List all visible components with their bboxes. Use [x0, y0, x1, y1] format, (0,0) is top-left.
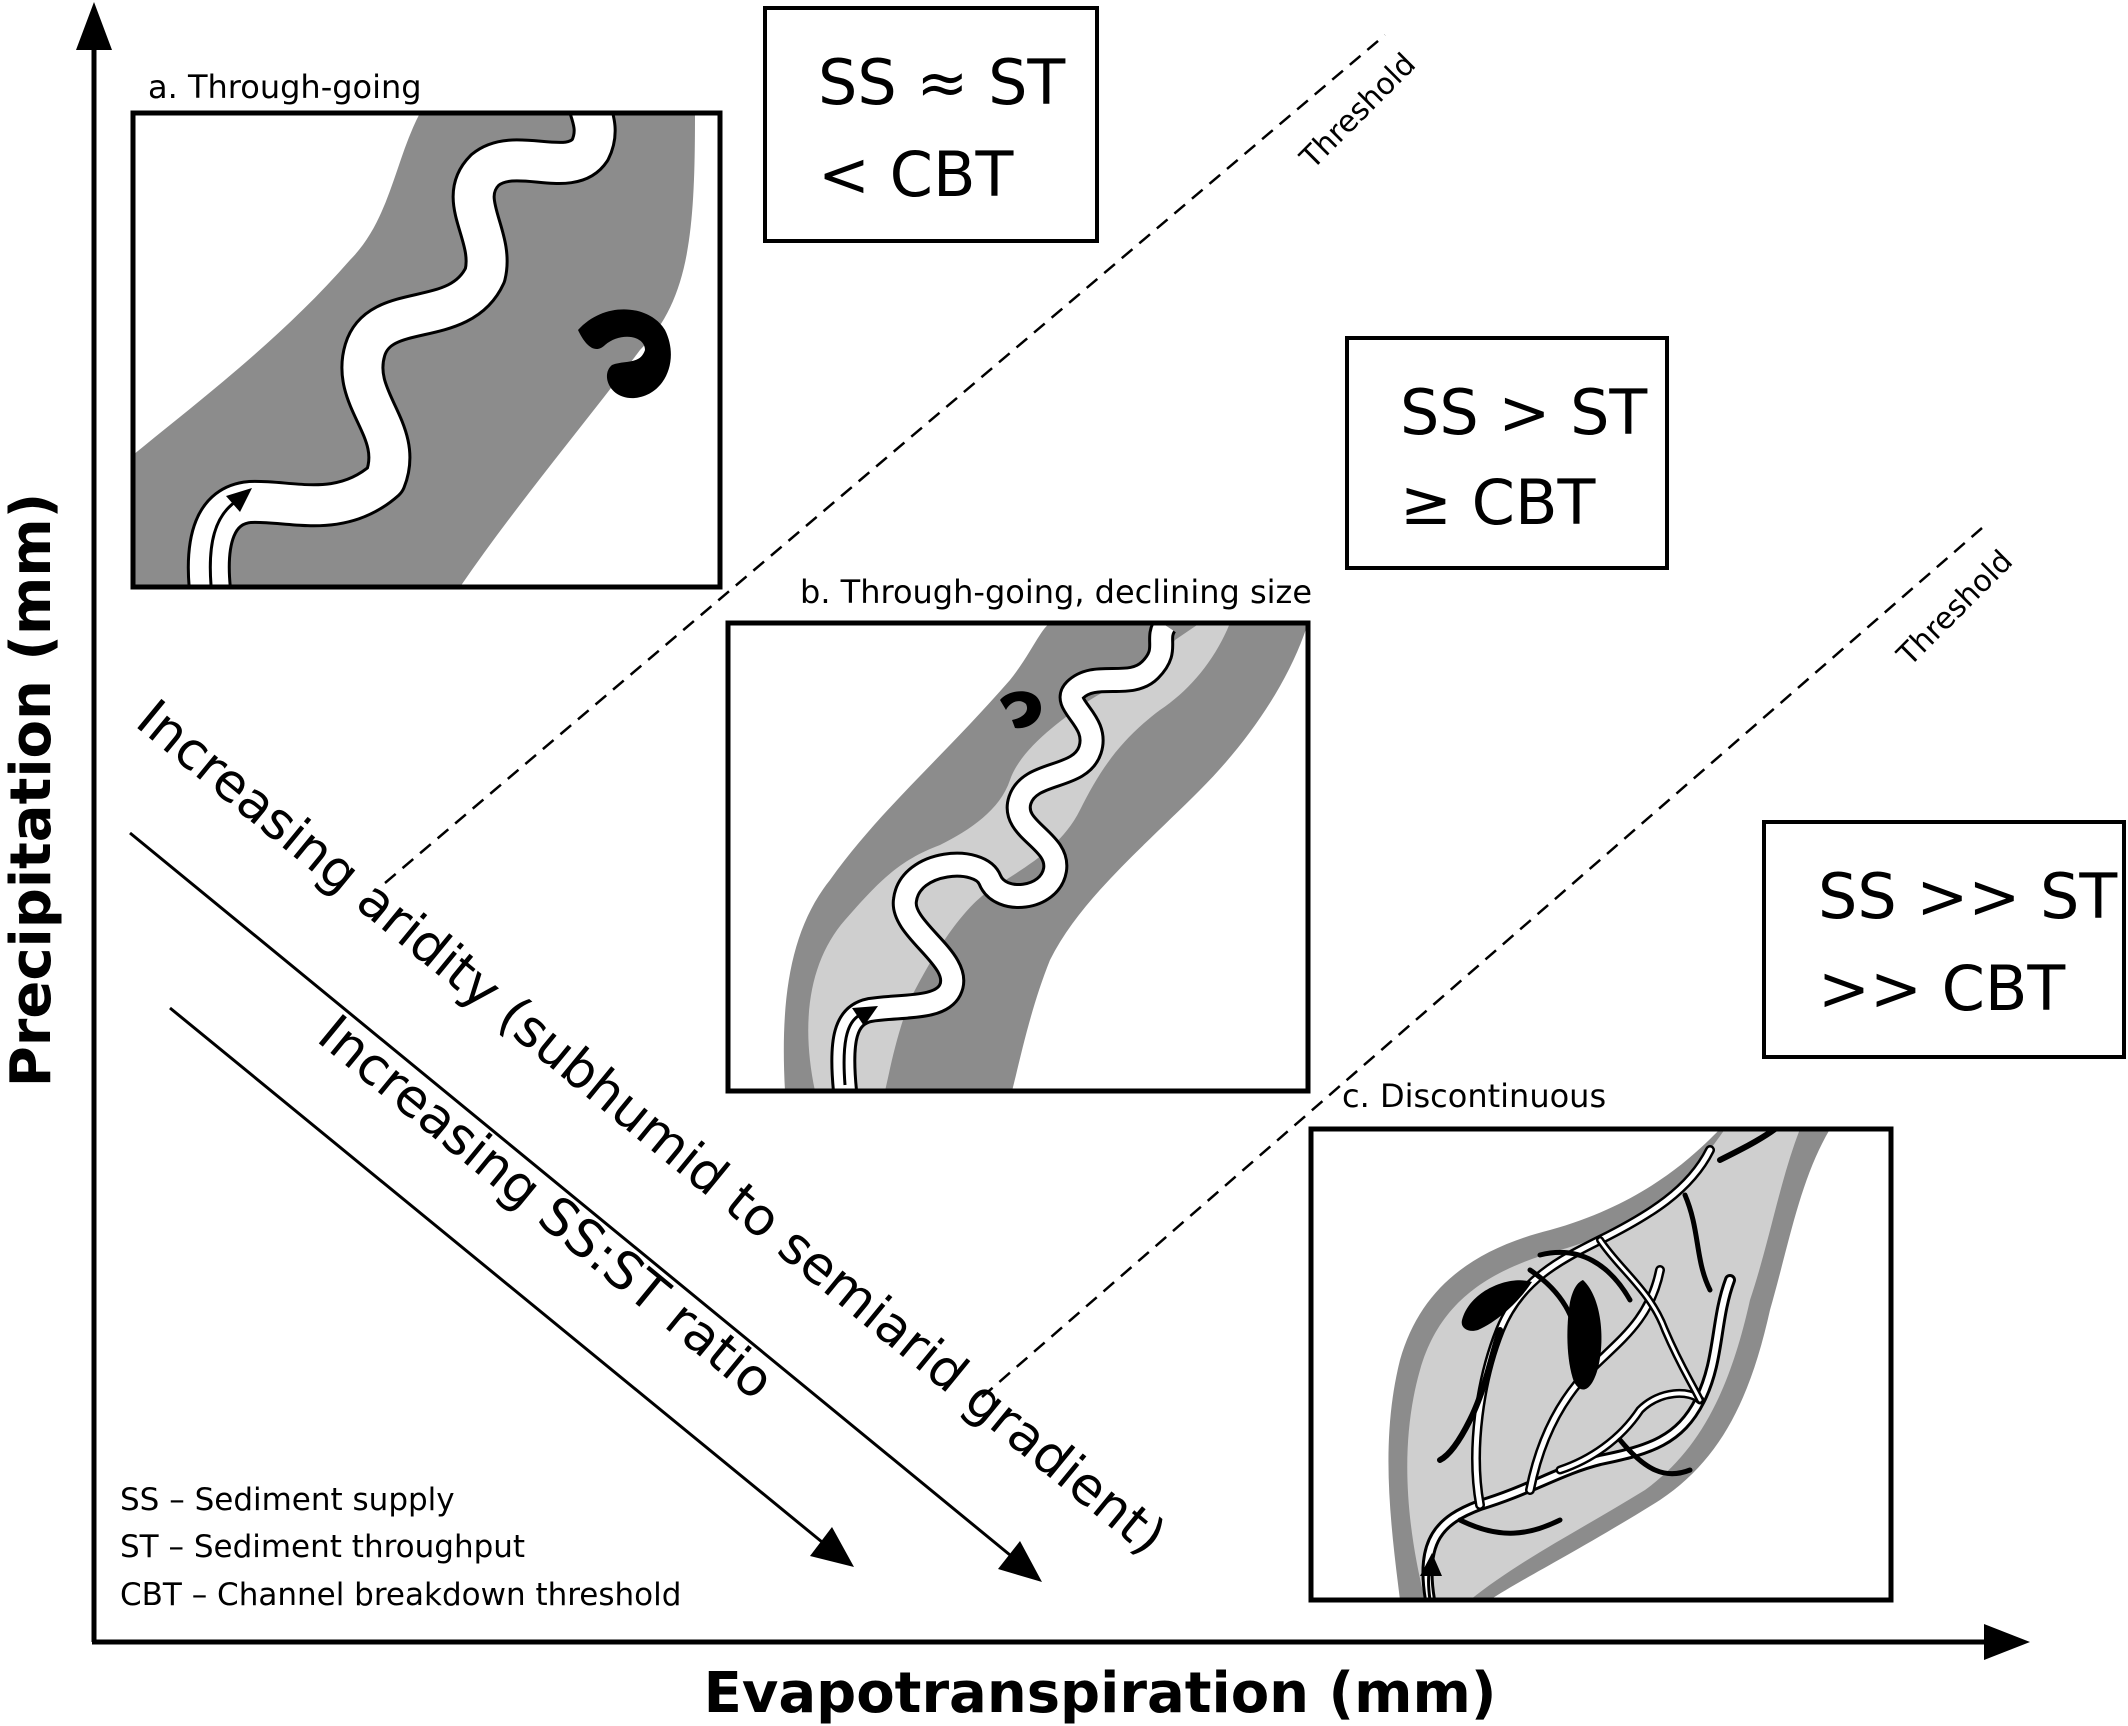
ratio-arrow-line: [169, 1006, 823, 1544]
legend-item-ss: SS – Sediment supply: [120, 1482, 455, 1518]
ratio-arrowhead: [810, 1527, 854, 1567]
panel-a-oxbow-lake: [578, 309, 671, 399]
panel-a-channel: [189, 113, 614, 587]
panel-a-flow-line: [208, 498, 239, 586]
panel-c-flow-arrowhead: [1420, 1553, 1442, 1576]
panel-c-lake-right: [1567, 1280, 1602, 1390]
aridity-arrow-line: [129, 831, 1011, 1557]
panel-a-flow-arrowhead: [226, 488, 252, 512]
panel-b-frame: [725, 620, 1311, 1094]
panel-b-floodplain-inner: [808, 623, 1230, 1091]
panel-b-title: b. Through-going, declining size: [800, 573, 1312, 611]
abbreviation-legend: SS – Sediment supply ST – Sediment throu…: [120, 1482, 681, 1613]
panel-c: c. Discontinuous: [1308, 1077, 1894, 1603]
aridity-arrowhead: [998, 1541, 1042, 1582]
panel-b-channel: [833, 623, 1174, 1091]
ratio-box-1-line2: < CBT: [818, 138, 1014, 211]
panel-c-frame: [1308, 1126, 1894, 1603]
x-axis-label: Evapotranspiration (mm): [704, 1661, 1497, 1726]
ratio-box-3-frame: [1762, 820, 2126, 1059]
lower-threshold-label: Threshold: [1890, 544, 2020, 674]
panel-c-title: c. Discontinuous: [1342, 1077, 1606, 1115]
legend-item-st: ST – Sediment throughput: [120, 1529, 525, 1565]
panel-c-floodplain-inner: [1407, 1129, 1800, 1600]
panel-a-floodplain: [133, 113, 695, 587]
panel-a: a. Through-going: [130, 68, 723, 590]
panel-b: b. Through-going, declining size: [725, 573, 1312, 1094]
upper-threshold-label: Threshold: [1293, 47, 1423, 177]
panel-b-oxbow-lake: [1000, 691, 1041, 729]
lower-threshold-line: [981, 527, 1983, 1398]
ratio-box-1: SS ≈ ST < CBT: [763, 6, 1099, 243]
ratio-box-3: SS >> ST >> CBT: [1762, 820, 2126, 1059]
panel-c-lake-left: [1461, 1280, 1532, 1331]
axes: Evapotranspiration (mm) Precipitation (m…: [0, 2, 2030, 1726]
legend-item-cbt: CBT – Channel breakdown threshold: [120, 1577, 681, 1613]
panel-c-distributary-channels: [1421, 1129, 1778, 1600]
ratio-box-3-line2: >> CBT: [1818, 952, 2066, 1025]
ratio-box-1-frame: [763, 6, 1099, 243]
ratio-box-2-line2: ≥ CBT: [1400, 466, 1596, 539]
x-axis-arrowhead: [1984, 1624, 2030, 1660]
panel-b-flow-line: [842, 1013, 861, 1086]
panel-a-title: a. Through-going: [148, 68, 422, 106]
ratio-box-2-frame: [1345, 336, 1669, 570]
ratio-box-2: SS > ST ≥ CBT: [1345, 336, 1669, 570]
y-axis-label: Precipitation (mm): [0, 493, 64, 1088]
ratio-box-1-line1: SS ≈ ST: [818, 46, 1066, 119]
panel-a-frame: [130, 110, 723, 590]
ratio-box-3-line1: SS >> ST: [1818, 860, 2118, 933]
y-axis-arrowhead: [76, 2, 112, 50]
panel-b-flow-arrowhead: [852, 1006, 878, 1026]
ratio-box-2-line1: SS > ST: [1400, 376, 1648, 449]
upper-threshold-line: [384, 34, 1386, 884]
